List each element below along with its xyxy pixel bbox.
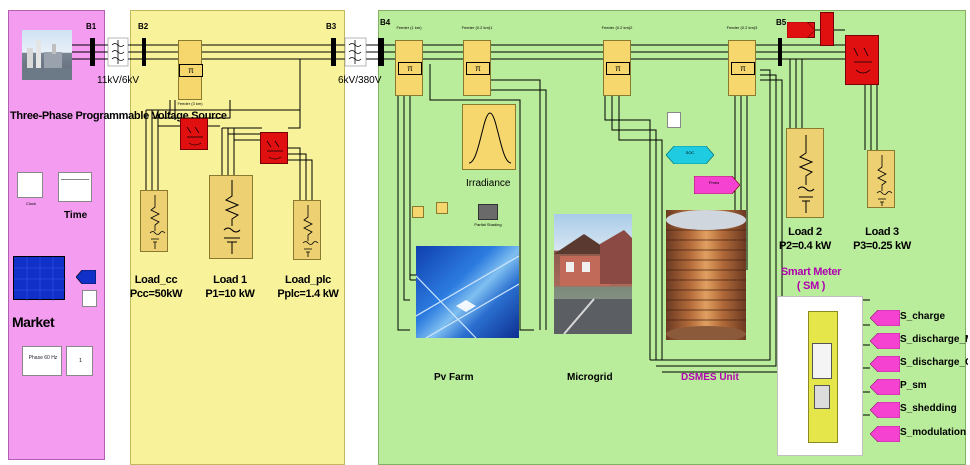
feeder-3km-label: Feeder (3 km)	[177, 101, 203, 106]
pi-section-icon: π	[179, 64, 203, 77]
pi-section-icon: π	[398, 62, 422, 75]
pi-section-icon: π	[466, 62, 490, 75]
signal-tag-s-shedding[interactable]: S_shedding	[870, 402, 968, 418]
load-cc-power: Pcc=50kW	[129, 288, 183, 300]
bus-b2-label: B2	[138, 22, 149, 31]
load-plc-block[interactable]	[293, 200, 321, 260]
bus-b3-label: B3	[326, 22, 337, 31]
signal-tag-label: P_sm	[900, 380, 927, 391]
load-3-block[interactable]	[867, 150, 895, 208]
smart-meter-image[interactable]	[777, 296, 863, 456]
signal-tag-label: S_shedding	[900, 403, 957, 414]
breaker-icon[interactable]	[260, 132, 288, 164]
market-scope-image[interactable]	[13, 256, 66, 301]
phase-label: Phase 60 Hz	[28, 355, 58, 361]
feeder-0-2km-1-label: Feeder (0.2 km)1	[461, 25, 493, 30]
soc-goto-tag[interactable]: SOC	[666, 146, 714, 164]
time-display[interactable]	[58, 172, 92, 202]
irradiance-block[interactable]	[462, 104, 516, 170]
dsmes-label: DSMES Unit	[681, 372, 739, 383]
signal-tag-p-sm[interactable]: P_sm	[870, 379, 968, 395]
constant-value: 1	[79, 358, 82, 364]
load-2-block[interactable]	[786, 128, 824, 218]
load-2-name: Load 2	[788, 226, 822, 238]
pmes-goto-tag[interactable]: Pmes	[694, 176, 740, 194]
load-1-power: P1=10 kW	[205, 288, 255, 300]
load-cc-block[interactable]	[140, 190, 168, 252]
transformer-1-label: 11kV/6kV	[97, 75, 140, 86]
market-goto-tag[interactable]	[75, 269, 97, 285]
load-3-name: Load 3	[865, 226, 899, 238]
power-plant-image[interactable]	[22, 30, 72, 80]
soc-display[interactable]	[667, 112, 681, 128]
signal-tag-s-discharge-mg[interactable]: S_discharge_MG	[870, 333, 968, 349]
transformer-1	[107, 37, 129, 67]
soc-tag-label: SOC	[685, 150, 695, 155]
signal-tag-label: S_discharge_MG	[900, 334, 968, 345]
feeder-3km[interactable]: π	[178, 40, 203, 100]
feeder-0-2km-2-label: Feeder (0.2 km)2	[601, 25, 633, 30]
smart-meter-title: Smart Meter	[780, 266, 842, 278]
feeder-0-2km-3[interactable]: π	[728, 40, 756, 96]
signal-tag-label: S_modulation	[900, 427, 967, 438]
signal-tag-label: S_charge	[900, 311, 946, 322]
partial-shading-label: Partial Shading	[474, 222, 502, 227]
bus-b1-label: B1	[86, 22, 97, 31]
bus-b4-label: B4	[380, 18, 391, 27]
load-cc-name: Load_cc	[134, 274, 178, 286]
irradiance-label: Irradiance	[466, 178, 511, 189]
generation-area	[8, 10, 105, 460]
feeder-0-2km-3-label: Feeder (0.2 km)3	[726, 25, 758, 30]
clock-label: Clock	[25, 201, 36, 206]
feeder-0-2km-1[interactable]: π	[463, 40, 491, 96]
red-control-block[interactable]	[820, 12, 834, 46]
load-1-block[interactable]	[209, 175, 253, 259]
pi-section-icon: π	[731, 62, 755, 75]
pv-panel-image[interactable]	[416, 246, 519, 338]
pmes-tag-label: Pmes	[708, 180, 720, 185]
clock-block[interactable]: Clock	[17, 172, 43, 206]
gain-block[interactable]	[412, 206, 424, 218]
gain-block[interactable]	[436, 202, 448, 214]
phase-block[interactable]: Phase 60 Hz	[22, 346, 62, 376]
time-label: Time	[64, 210, 88, 221]
microgrid-image[interactable]	[554, 214, 632, 334]
pi-section-icon: π	[606, 62, 630, 75]
feeder-1km-label: Feeder (1 km)	[396, 25, 422, 30]
load-plc-name: Load_plc	[285, 274, 331, 286]
constant-block[interactable]: 1	[66, 346, 93, 376]
feeder-0-2km-2[interactable]: π	[603, 40, 631, 96]
signal-tag-s-charge[interactable]: S_charge	[870, 310, 968, 326]
dsmes-coil-image[interactable]	[666, 210, 746, 340]
load-plc-power: Pplc=1.4 kW	[277, 288, 339, 300]
red-goto-block[interactable]	[787, 22, 815, 38]
load-1-name: Load 1	[213, 274, 247, 286]
load-2-power: P2=0.4 kW	[778, 240, 832, 252]
partial-shading-block[interactable]	[478, 204, 498, 220]
smart-meter-abbr: ( SM )	[796, 280, 826, 292]
market-label: Market	[12, 314, 55, 330]
load-3-power: P3=0.25 kW	[853, 240, 911, 252]
breaker-icon[interactable]	[845, 35, 879, 85]
pv-label: Pv Farm	[434, 372, 474, 383]
bus-b5-label: B5	[776, 18, 787, 27]
microgrid-label: Microgrid	[567, 372, 613, 383]
signal-tag-s-modulation[interactable]: S_modulation	[870, 426, 968, 442]
feeder-1km[interactable]: π	[395, 40, 423, 96]
market-display[interactable]	[82, 290, 97, 307]
transformer-2	[344, 37, 367, 67]
signal-tag-s-discharge-g[interactable]: S_discharge_G	[870, 356, 968, 372]
source-label: Three-Phase Programmable Voltage Source	[10, 110, 227, 122]
transformer-2-label: 6kV/380V	[338, 75, 382, 86]
breaker-icon[interactable]	[180, 118, 208, 150]
signal-tag-label: S_discharge_G	[900, 357, 968, 368]
